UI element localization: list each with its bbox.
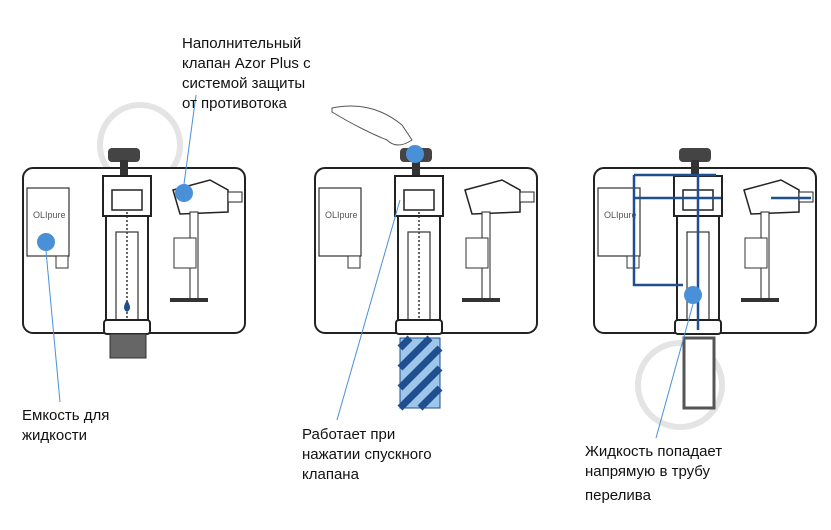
tank-flushing (314, 105, 538, 421)
water-drop-icon (124, 300, 130, 312)
tank-overflow (593, 147, 817, 439)
container-marker (37, 233, 55, 251)
label-fill-valve: Наполнительный клапан Azor Plus с систем… (182, 35, 311, 112)
tank-normal (22, 94, 246, 403)
overflow-marker (684, 286, 702, 304)
fill-valve-marker (175, 184, 193, 202)
label-container: Емкость для жидкости (22, 407, 110, 444)
flush-marker (406, 145, 424, 163)
flow-path (632, 173, 811, 330)
hand-icon (331, 105, 413, 146)
label-flush: Работает при нажатии спускного клапана (302, 426, 432, 483)
label-overflow: Жидкость попадает напрямую в трубу (585, 443, 723, 480)
label-overflow-end: перелива (585, 487, 651, 504)
